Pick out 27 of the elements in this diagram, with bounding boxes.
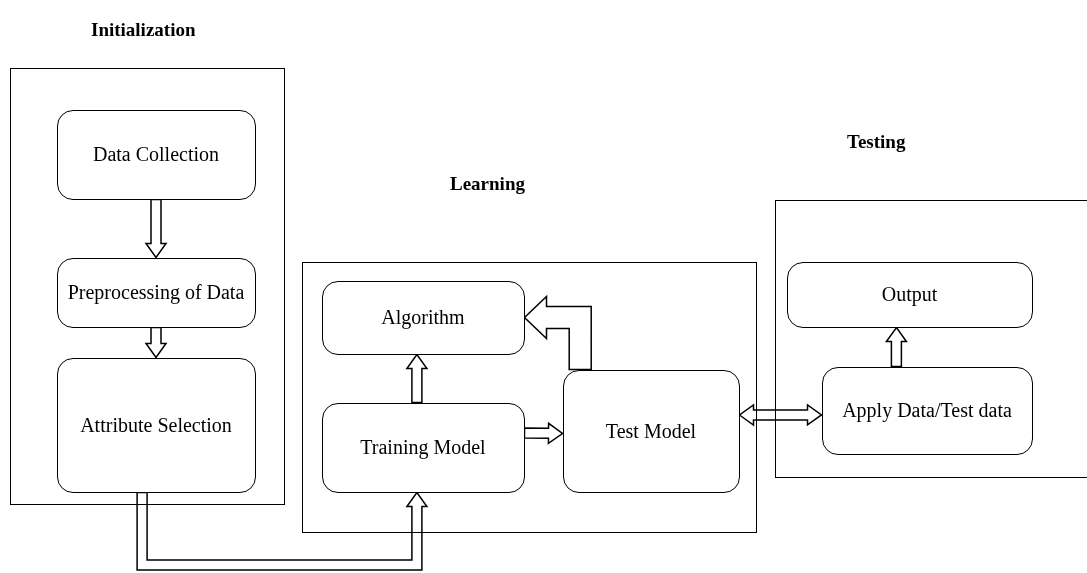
box-label: Test Model [605, 418, 697, 444]
section-heading: Learning [450, 172, 525, 196]
block-arrow [523, 294, 592, 371]
process-box [786, 261, 1033, 328]
section-heading: Initialization [91, 18, 196, 42]
box-label: Output [881, 282, 938, 308]
process-box [56, 357, 256, 493]
box-label: Training Model [360, 435, 486, 461]
section-heading: Testing [847, 130, 906, 154]
block-arrow [405, 353, 429, 404]
box-label: Data Collection [92, 142, 220, 167]
block-arrow [523, 421, 564, 445]
block-arrow [144, 198, 168, 259]
box-label: Preprocessing of Data [67, 280, 245, 306]
process-box [562, 369, 740, 493]
block-arrow [884, 326, 908, 368]
process-box [321, 402, 525, 493]
block-arrow [144, 326, 168, 359]
block-arrow [136, 491, 429, 571]
box-label: Attribute Selection [80, 412, 232, 438]
box-label: Apply Data/Test data [842, 398, 1012, 424]
block-arrow [738, 403, 823, 427]
box-label: Algorithm [381, 305, 465, 331]
process-box [821, 366, 1033, 455]
process-box [321, 280, 525, 355]
process-box [56, 109, 256, 200]
process-box [56, 257, 256, 328]
